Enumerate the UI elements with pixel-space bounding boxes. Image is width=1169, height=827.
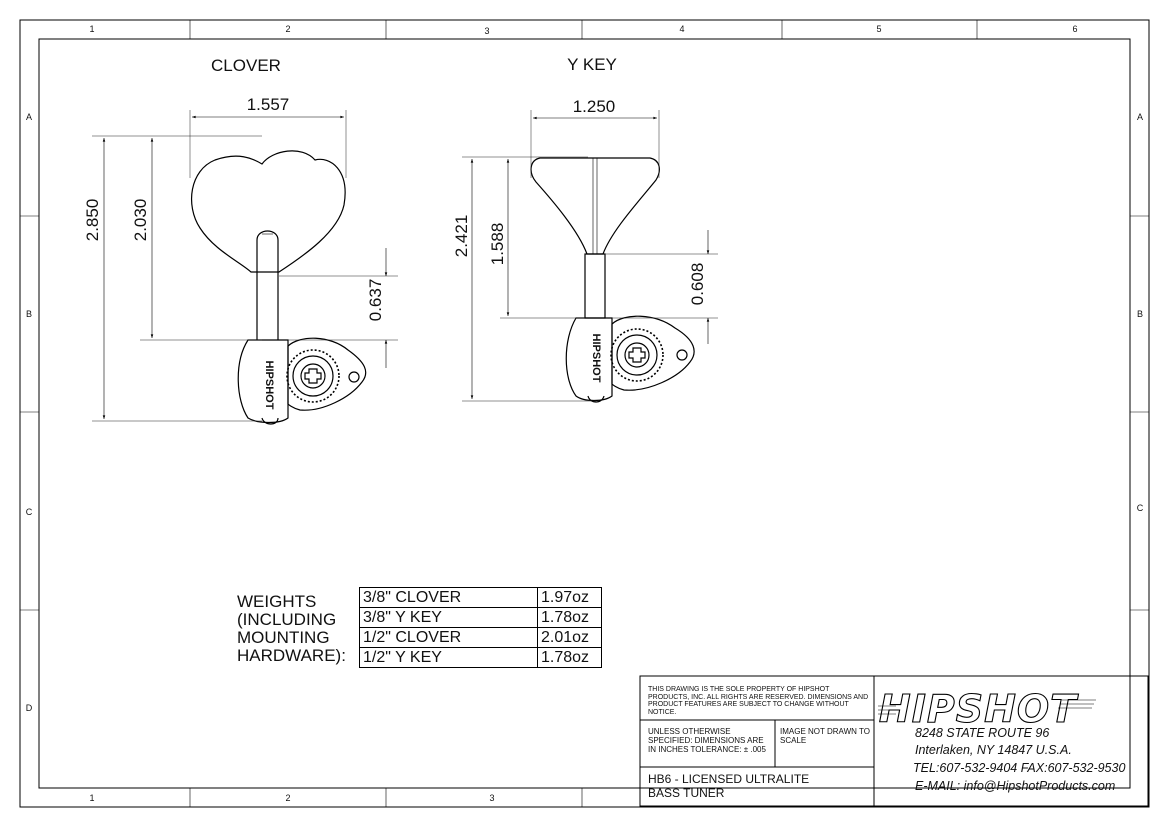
clover-post xyxy=(256,230,279,272)
logo-text: HIPSHOT xyxy=(879,687,1079,731)
ykey-post-label: 0.608 xyxy=(688,263,707,306)
zone-left-a: A xyxy=(26,112,32,122)
weight-value: 1.78oz xyxy=(537,647,602,668)
weight-item: 3/8" CLOVER xyxy=(359,587,538,608)
ykey-gear-outer xyxy=(610,328,664,382)
clover-screw-icon xyxy=(304,368,322,384)
clover-gear-outer xyxy=(286,349,340,403)
zone-top-3: 3 xyxy=(484,26,489,36)
weight-item: 1/2" Y KEY xyxy=(359,647,538,668)
zone-right-b: B xyxy=(1137,309,1143,319)
clover-title: CLOVER xyxy=(211,56,281,75)
ykey-housing xyxy=(565,317,613,402)
weights-label: WEIGHTS (INCLUDING MOUNTING HARDWARE): xyxy=(237,593,346,665)
ykey-total-label: 2.421 xyxy=(452,215,471,258)
part-name-line2: BASS TUNER xyxy=(648,786,725,800)
ownership-notice: THIS DRAWING IS THE SOLE PROPERTY OF HIP… xyxy=(648,686,869,716)
ykey-screw-icon xyxy=(628,347,646,363)
zone-dividers xyxy=(20,20,1149,807)
clover-total-label: 2.850 xyxy=(83,199,102,242)
clover-gear-plate xyxy=(287,337,367,411)
title-block-frame xyxy=(639,675,1149,807)
table-row: 3/8" Y KEY 1.78oz xyxy=(359,607,602,628)
zone-top-6: 6 xyxy=(1072,24,1077,34)
table-row: 1/2" CLOVER 2.01oz xyxy=(359,627,602,648)
zone-top-1: 1 xyxy=(89,24,94,34)
weight-value: 1.78oz xyxy=(537,607,602,628)
zone-right-c: C xyxy=(1137,503,1144,513)
ykey-housing-brand: HIPSHOT xyxy=(590,334,602,383)
email: E-MAIL: info@HipshotProducts.com xyxy=(915,779,1116,793)
ykey-width-label: 1.250 xyxy=(573,97,616,116)
ykey-post xyxy=(584,253,606,319)
clover-housing-brand: HIPSHOT xyxy=(263,361,275,410)
zone-top-5: 5 xyxy=(876,24,881,34)
zone-left-b: B xyxy=(26,309,32,319)
weights-label-line: (INCLUDING xyxy=(237,610,337,629)
weight-value: 1.97oz xyxy=(537,587,602,608)
zone-right-a: A xyxy=(1137,112,1143,122)
address-street: 8248 STATE ROUTE 96 xyxy=(915,726,1050,740)
weight-item: 3/8" Y KEY xyxy=(359,607,538,628)
clover-view: CLOVER HIPSHOT xyxy=(83,56,398,425)
ykey-key xyxy=(530,157,660,255)
weights-label-line: WEIGHTS xyxy=(237,592,317,611)
phone-fax: TEL:607-532-9404 FAX:607-532-9530 xyxy=(913,761,1126,775)
table-row: 3/8" CLOVER 1.97oz xyxy=(359,587,602,608)
scale-note: IMAGE NOT DRAWN TO SCALE xyxy=(780,727,870,745)
ykey-view: Y KEY HIPSHOT 1.250 xyxy=(452,55,718,403)
clover-key-label: 2.030 xyxy=(131,199,150,242)
inner-border xyxy=(38,38,1131,789)
ykey-key-label: 1.588 xyxy=(488,223,507,266)
part-name-line1: HB6 - LICENSED ULTRALITE xyxy=(648,772,810,786)
clover-key xyxy=(191,150,346,273)
clover-mount-hole xyxy=(348,371,360,383)
zone-top-4: 4 xyxy=(679,24,684,34)
outer-border xyxy=(19,19,1150,808)
clover-width-label: 1.557 xyxy=(247,95,290,114)
clover-housing xyxy=(237,339,289,424)
zone-left-c: C xyxy=(26,507,33,517)
zone-labels: 1 2 3 4 5 6 1 2 3 A B C D A B C xyxy=(26,24,1144,803)
hipshot-logo: HIPSHOT xyxy=(878,686,1096,732)
weights-label-line: HARDWARE): xyxy=(237,646,346,665)
table-row: 1/2" Y KEY 1.78oz xyxy=(359,647,602,668)
address-city: Interlaken, NY 14847 U.S.A. xyxy=(915,743,1072,757)
ykey-title: Y KEY xyxy=(567,55,617,74)
zone-bottom-2: 2 xyxy=(285,793,290,803)
clover-post-label: 0.637 xyxy=(366,279,385,322)
zone-left-d: D xyxy=(26,703,33,713)
zone-bottom-1: 1 xyxy=(89,793,94,803)
weights-label-line: MOUNTING xyxy=(237,628,330,647)
zone-top-2: 2 xyxy=(285,24,290,34)
ykey-gear-plate xyxy=(611,315,695,391)
weight-item: 1/2" CLOVER xyxy=(359,627,538,648)
spec-note: UNLESS OTHERWISE SPECIFIED: DIMENSIONS A… xyxy=(648,727,766,754)
weights-table: 3/8" CLOVER 1.97oz 3/8" Y KEY 1.78oz 1/2… xyxy=(359,587,602,668)
ykey-mount-hole xyxy=(676,349,688,361)
zone-bottom-3: 3 xyxy=(489,793,494,803)
weight-value: 2.01oz xyxy=(537,627,602,648)
